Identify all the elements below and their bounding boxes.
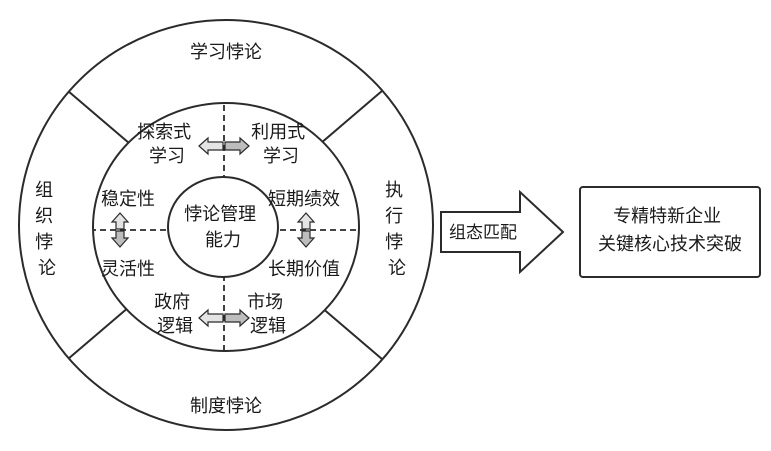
- label-institution-paradox: 制度悖论: [190, 396, 262, 417]
- label-exploratory-learning: 探索式 学习: [137, 122, 197, 167]
- center-ellipse: [167, 176, 279, 278]
- label-flexibility: 灵活性: [101, 259, 155, 280]
- label-configuration-match: 组态匹配: [449, 223, 517, 243]
- double-arrow-top: [198, 136, 250, 156]
- double-arrow-right: [296, 212, 316, 248]
- label-learning-paradox: 学习悖论: [190, 42, 262, 63]
- label-stability: 稳定性: [101, 189, 155, 210]
- label-execution-paradox: 执 行 悖 论: [385, 180, 409, 279]
- middle-ellipse: [92, 102, 360, 352]
- label-result: 专精特新企业 关键核心技术突破: [598, 206, 742, 255]
- label-exploitative-learning: 利用式 学习: [251, 122, 311, 167]
- label-government-logic: 政府 逻辑: [154, 292, 196, 337]
- label-paradox-management-capability: 悖论管理 能力: [184, 204, 262, 251]
- double-arrow-bottom: [198, 308, 250, 328]
- config-match-arrow: [440, 189, 565, 275]
- label-market-logic: 市场 逻辑: [247, 292, 289, 337]
- label-long-term-value: 长期价值: [268, 259, 340, 280]
- result-box: [579, 186, 761, 278]
- outer-ellipse: [18, 19, 434, 431]
- label-organization-paradox: 组 织 悖 论: [35, 180, 59, 279]
- double-arrow-left: [110, 212, 130, 248]
- label-short-term-performance: 短期绩效: [268, 189, 340, 210]
